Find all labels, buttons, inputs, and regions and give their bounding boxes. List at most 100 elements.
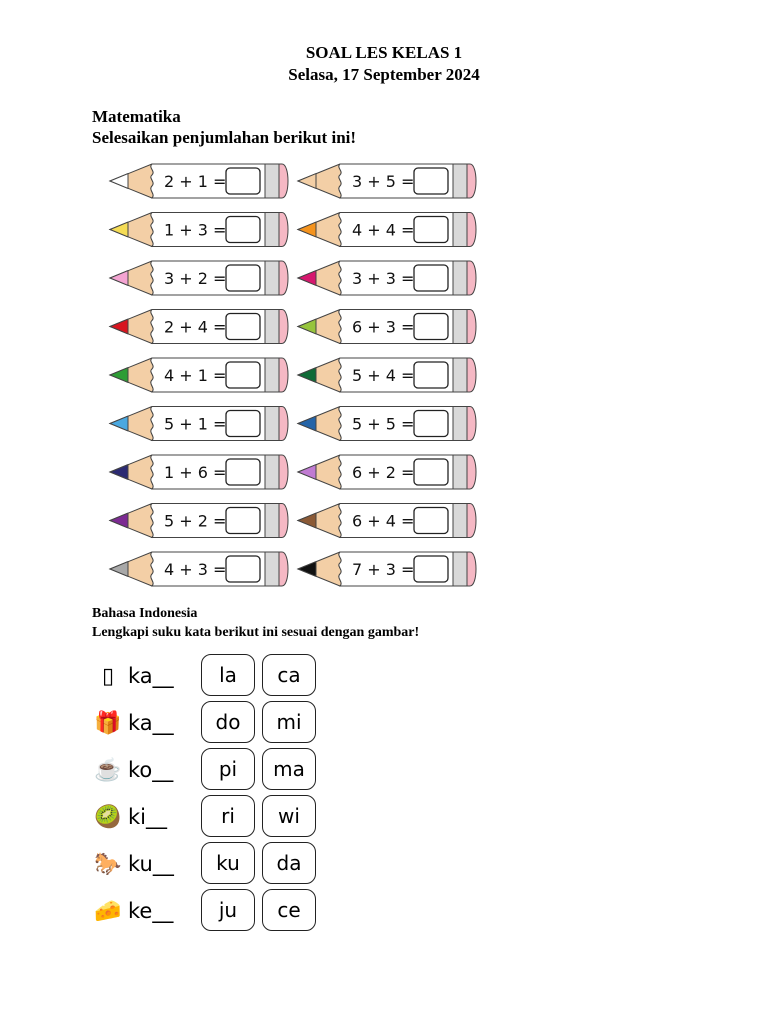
syllable-row: 🐎 ku__ ku da [94,842,334,888]
pencil-eraser [466,212,477,247]
syllable-row: ☕ ko__ pi ma [94,748,334,794]
syllable-option[interactable]: la [201,654,255,696]
pencil-eraser [466,551,477,587]
mirror-icon: ▯ [101,663,115,688]
syllable-option[interactable]: pi [201,748,255,790]
pencil-eraser [466,309,477,344]
pencil-item: 5 + 1 = [108,406,289,442]
pencil-tip [296,172,317,190]
answer-box[interactable] [413,555,449,583]
pencil-item: 3 + 5 = [296,163,477,199]
answer-box[interactable] [225,361,261,389]
pencil-tip [108,221,129,238]
answer-box[interactable] [413,215,449,244]
answer-box[interactable] [225,167,261,195]
syllable-option[interactable]: ri [201,795,255,837]
pencil-item: 4 + 4 = [296,212,477,248]
equation-text: 5 + 2 = [164,512,226,531]
answer-box[interactable] [225,409,261,438]
pencil-tip [108,172,129,190]
pencil-band [452,454,468,490]
syllable-row: 🎁 ka__ do mi [94,701,334,747]
pencil-band [264,406,280,441]
pencil-eraser [278,260,289,296]
answer-box[interactable] [225,506,261,535]
syllable-option[interactable]: ku [201,842,255,884]
pencil-eraser [278,551,289,587]
pencil-band [452,260,468,296]
worksheet-title: SOAL LES KELAS 1 [305,43,463,62]
answer-box[interactable] [225,215,261,244]
syllable-option[interactable]: ma [262,748,316,790]
pencil-eraser [278,212,289,247]
pencil-eraser [278,357,289,393]
equation-text: 6 + 2 = [352,463,414,482]
pencil-eraser [466,406,477,441]
pencil-eraser [278,503,289,538]
answer-box[interactable] [413,264,449,292]
syllable-option[interactable]: wi [262,795,316,837]
syllable-option[interactable]: ca [262,654,316,696]
pencil-item: 1 + 3 = [108,212,289,248]
answer-box[interactable] [413,361,449,389]
pencil-eraser [466,163,477,199]
answer-box[interactable] [225,264,261,292]
pencil-tip [108,560,129,578]
equation-text: 5 + 4 = [352,366,414,385]
syllable-option[interactable]: mi [262,701,316,743]
pencil-band [452,163,468,199]
partial-word: ku__ [128,852,174,876]
pencil-band [452,309,468,344]
syllable-option[interactable]: ce [262,889,316,931]
pencil-item: 6 + 2 = [296,454,477,490]
pencil-item: 3 + 2 = [108,260,289,296]
pencil-tip [108,512,129,529]
answer-box[interactable] [413,312,449,341]
pencil-item: 4 + 3 = [108,551,289,587]
answer-box[interactable] [413,506,449,535]
pencil-tip [296,560,317,578]
syllable-row: ▯ ka__ la ca [94,654,334,700]
pencil-band [264,503,280,538]
answer-box[interactable] [225,555,261,583]
answer-box[interactable] [225,458,261,486]
pencil-band [264,260,280,296]
pencil-tip [296,512,317,529]
syllable-option[interactable]: ju [201,889,255,931]
syllable-option[interactable]: da [262,842,316,884]
pencil-item: 3 + 3 = [296,260,477,296]
equation-text: 3 + 3 = [352,269,414,288]
pencil-tip [296,269,317,287]
syllable-option[interactable]: do [201,701,255,743]
pencil-eraser [466,357,477,393]
answer-box[interactable] [413,458,449,486]
pencil-band [452,406,468,441]
equation-text: 6 + 4 = [352,512,414,531]
pencil-tip [108,463,129,481]
equation-text: 2 + 4 = [164,318,226,337]
equation-text: 6 + 3 = [352,318,414,337]
pencil-item: 6 + 3 = [296,309,477,345]
equation-text: 3 + 5 = [352,172,414,191]
pencil-addition-grid: 2 + 1 =3 + 5 =1 + 3 =4 + 4 =3 + 2 =3 + 3… [108,163,477,587]
pencil-item: 1 + 6 = [108,454,289,490]
pencil-band [264,309,280,344]
pencil-band [264,454,280,490]
pencil-band [264,163,280,199]
pencil-band [264,551,280,587]
pencil-eraser [278,163,289,199]
syllable-row: 🧀 ke__ ju ce [94,889,334,935]
equation-text: 7 + 3 = [352,560,414,579]
pencil-band [452,212,468,247]
equation-text: 5 + 1 = [164,415,226,434]
answer-box[interactable] [413,167,449,195]
pencil-tip [296,463,317,481]
answer-box[interactable] [225,312,261,341]
partial-word: ke__ [128,899,174,923]
equation-text: 1 + 3 = [164,221,226,240]
partial-word: ki__ [128,805,167,829]
equation-text: 4 + 3 = [164,560,226,579]
pencil-item: 2 + 4 = [108,309,289,345]
pencil-eraser [278,406,289,441]
answer-box[interactable] [413,409,449,438]
